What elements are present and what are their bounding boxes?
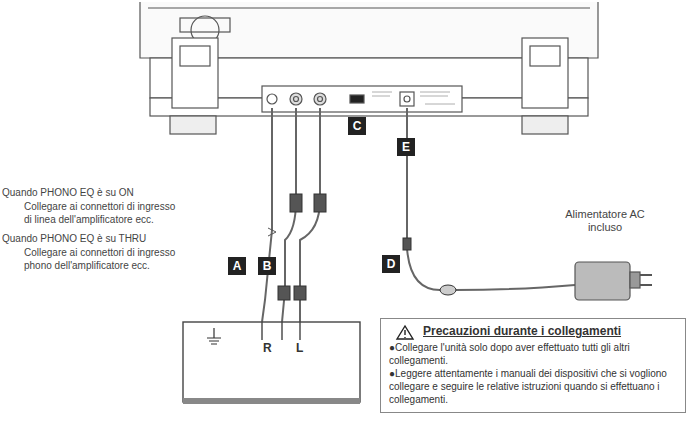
- warning-icon: [397, 326, 413, 339]
- callout-letter: E: [397, 138, 415, 156]
- callout-letter: B: [258, 257, 276, 275]
- adapter-label: Alimentatore AC incluso: [560, 208, 650, 234]
- amplifier-box: RL: [183, 322, 360, 398]
- callout-letter: A: [228, 257, 246, 275]
- amplifier-outline: [183, 322, 360, 402]
- callout-letter: C: [348, 117, 366, 135]
- box-note: ●Collegare l'unità solo dopo aver effett…: [389, 341, 677, 367]
- channel-label: R: [263, 340, 272, 356]
- ground-symbol: [207, 328, 221, 344]
- connection-note: Quando PHONO EQ è su ON: [2, 186, 182, 199]
- channel-label: L: [296, 340, 303, 356]
- connection-note: Collegare ai connettori di ingresso di l…: [24, 200, 184, 226]
- box-heading: Precauzioni durante i collegamenti: [389, 323, 677, 339]
- connection-note: Collegare ai connettori di ingresso phon…: [24, 246, 184, 272]
- connection-note: Quando PHONO EQ è su THRU: [2, 232, 182, 245]
- box-note: ●Leggere attentamente i manuali dei disp…: [389, 367, 677, 406]
- precautions-box: Precauzioni durante i collegamenti ●Colle…: [380, 318, 686, 413]
- callout-letter: D: [382, 255, 400, 273]
